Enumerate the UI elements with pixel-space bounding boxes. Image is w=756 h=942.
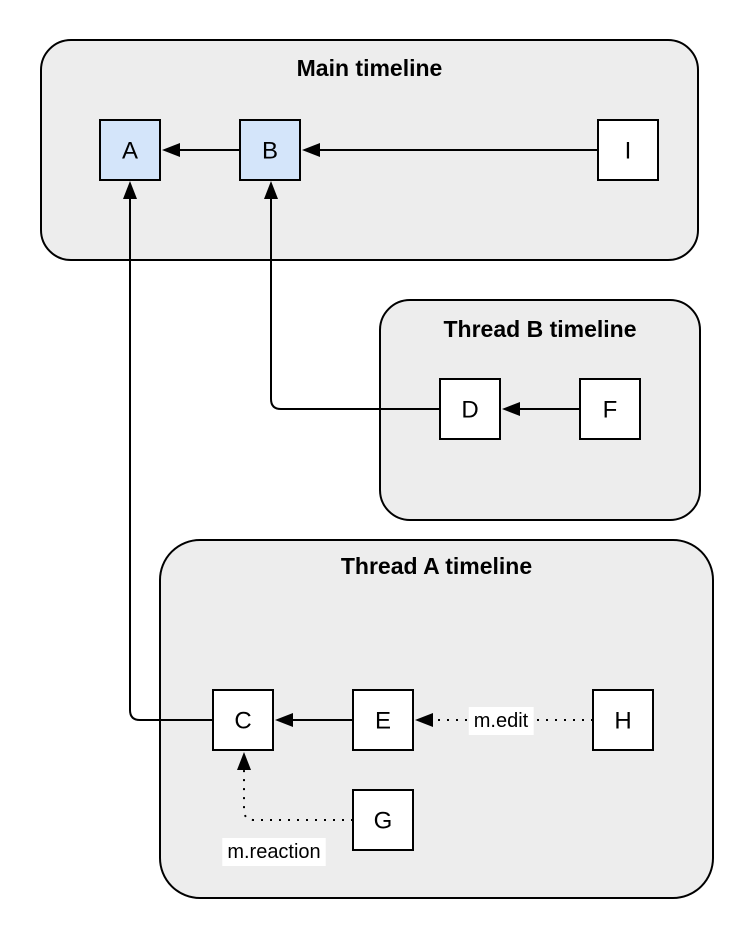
node-E: E xyxy=(352,689,414,751)
edge-D-to-B xyxy=(264,181,440,410)
node-G: G xyxy=(352,789,414,851)
node-F-label: F xyxy=(603,397,618,424)
arrowhead-icon xyxy=(275,713,293,727)
node-A-label: A xyxy=(122,138,138,165)
node-B-box xyxy=(239,119,301,181)
arrowhead-icon xyxy=(502,402,520,416)
edge-C-to-A-line xyxy=(129,199,213,721)
node-C-label: C xyxy=(234,708,251,735)
edge-label-bg-H-to-E xyxy=(468,707,534,735)
container-threadA-title: Thread A timeline xyxy=(341,553,532,579)
edge-C-to-A xyxy=(123,181,213,721)
arrowhead-icon xyxy=(302,143,320,157)
arrowhead-icon xyxy=(237,752,251,770)
node-D-box xyxy=(439,378,501,440)
node-H: H xyxy=(592,689,654,751)
node-D: D xyxy=(439,378,501,440)
node-A: A xyxy=(99,119,161,181)
edge-G-to-C: m.reaction xyxy=(222,752,353,866)
node-E-label: E xyxy=(375,708,391,735)
edge-F-to-D xyxy=(502,402,580,416)
container-main-title: Main timeline xyxy=(297,55,443,81)
edge-D-to-B-line xyxy=(270,199,440,410)
node-E-box xyxy=(352,689,414,751)
edge-label-H-to-E: m.edit xyxy=(474,710,529,732)
edge-B-to-A xyxy=(162,143,240,157)
arrowhead-icon xyxy=(123,181,137,199)
node-F: F xyxy=(579,378,641,440)
node-G-label: G xyxy=(374,808,393,835)
node-A-box xyxy=(99,119,161,181)
node-D-label: D xyxy=(461,397,478,424)
node-H-label: H xyxy=(614,708,631,735)
edge-G-to-C-line xyxy=(243,770,353,821)
edge-I-to-B xyxy=(302,143,598,157)
node-C-box xyxy=(212,689,274,751)
node-B-label: B xyxy=(262,138,278,165)
edge-label-bg-G-to-C xyxy=(222,838,326,866)
node-C: C xyxy=(212,689,274,751)
edge-E-to-C xyxy=(275,713,353,727)
node-I-label: I xyxy=(625,138,632,165)
node-G-box xyxy=(352,789,414,851)
arrowhead-icon xyxy=(415,713,433,727)
node-I: I xyxy=(597,119,659,181)
container-threadB-title: Thread B timeline xyxy=(444,316,637,342)
arrowhead-icon xyxy=(162,143,180,157)
edge-label-G-to-C: m.reaction xyxy=(227,841,320,863)
arrowhead-icon xyxy=(264,181,278,199)
node-H-box xyxy=(592,689,654,751)
node-B: B xyxy=(239,119,301,181)
edge-H-to-E: m.edit xyxy=(415,707,593,735)
node-I-box xyxy=(597,119,659,181)
node-F-box xyxy=(579,378,641,440)
